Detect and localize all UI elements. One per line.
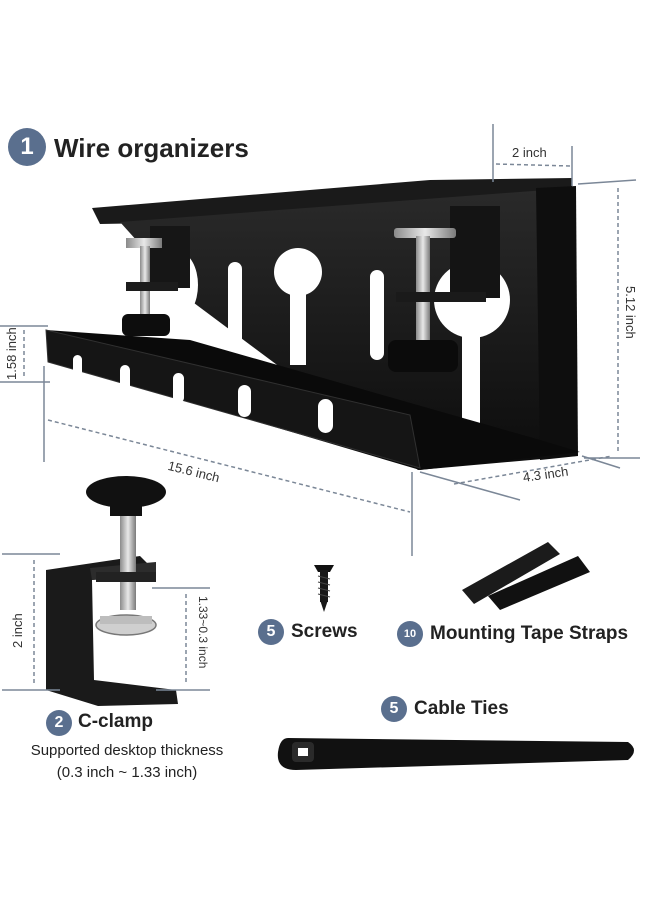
dim-depth-top: 2 inch	[512, 145, 547, 160]
clamp-dim-range: 1.33~0.3 inch	[196, 596, 210, 669]
screw-illustration	[314, 565, 334, 612]
clamp-caption-line1: Supported desktop thickness	[30, 742, 224, 759]
tape-straps-illustration	[462, 542, 590, 610]
clamp-caption-line2: (0.3 inch ~ 1.33 inch)	[56, 764, 198, 781]
dim-front-height: 1.58 inch	[4, 327, 19, 380]
main-item-title: Wire organizers	[54, 133, 249, 163]
ties-number-badge: 5	[381, 696, 407, 722]
tape-title: Mounting Tape Straps	[430, 623, 629, 644]
screws-title: Screws	[291, 621, 358, 642]
c-clamp-dimension-lines	[2, 553, 210, 691]
screws-number-badge: 5	[258, 619, 284, 645]
dimension-lines	[0, 124, 640, 556]
wire-organizer-tray	[45, 178, 580, 470]
dim-height-back: 5.12 inch	[623, 286, 638, 339]
tape-number-badge: 10	[397, 621, 423, 647]
cable-tie-illustration	[277, 738, 634, 770]
clamp-number-badge: 2	[46, 710, 72, 736]
item-number-badge: 1	[8, 128, 46, 166]
c-clamp-illustration	[46, 476, 178, 706]
clamp-title: C-clamp	[78, 711, 153, 732]
clamp-dim-height: 2 inch	[10, 613, 25, 648]
ties-title: Cable Ties	[414, 698, 509, 719]
